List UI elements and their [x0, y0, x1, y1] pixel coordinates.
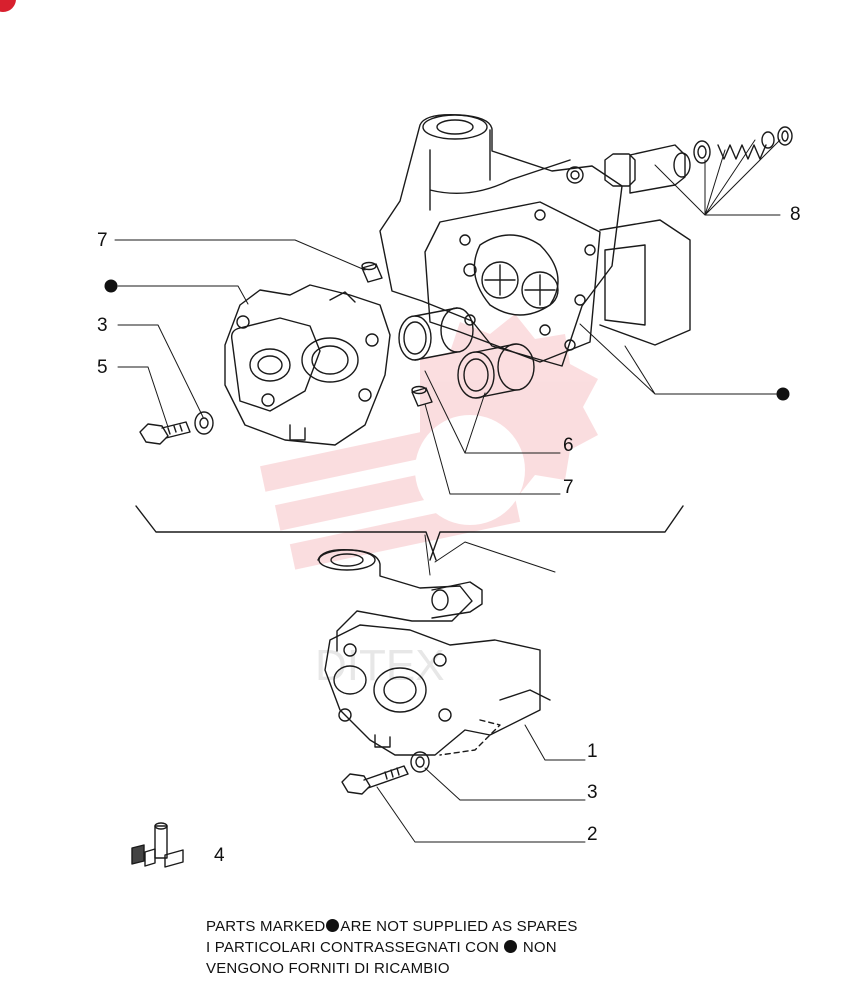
bolt-short — [139, 421, 191, 445]
dowel-pin-upper — [361, 261, 383, 283]
relief-valve-parts — [604, 126, 793, 194]
leader-lines — [114, 139, 781, 843]
note-line-2: I PARTICOLARI CONTRASSEGNATI CON NON — [206, 939, 557, 956]
not-supplied-marker-icon — [104, 279, 118, 293]
not-supplied-marker-icon — [776, 387, 790, 401]
filled-dot-icon — [504, 940, 518, 953]
pump-cover-plate — [224, 284, 391, 446]
note-line-2-end: NON — [522, 939, 557, 956]
gear-logo-watermark — [260, 314, 598, 570]
callout-8: 8 — [790, 204, 801, 225]
repair-kit-icon — [131, 822, 184, 868]
callout-1: 1 — [587, 741, 598, 762]
note-line-1-end: ARE NOT SUPPLIED AS SPARES — [340, 918, 578, 935]
note-line-3: VENGONO FORNITI DI RICAMBIO — [206, 960, 450, 977]
assembly-bracket — [135, 505, 684, 561]
note-line-1: PARTS MARKED ARE NOT SUPPLIED AS SPARES — [206, 918, 578, 935]
callout-6: 6 — [563, 435, 574, 456]
callout-4: 4 — [214, 845, 225, 866]
washer-lower — [410, 751, 430, 773]
bolt-long — [341, 765, 409, 795]
assembled-pump — [317, 549, 551, 756]
pump-housing — [379, 114, 691, 367]
callout-2: 2 — [587, 824, 598, 845]
bushing-lower — [457, 343, 535, 399]
dowel-pin-lower — [411, 385, 433, 407]
callout-5: 5 — [97, 357, 108, 378]
note-line-2-start: I PARTICOLARI CONTRASSEGNATI CON — [206, 939, 500, 956]
filled-dot-icon — [326, 919, 340, 932]
callout-7-lower: 7 — [563, 477, 574, 498]
callout-3-upper: 3 — [97, 315, 108, 336]
bushing-upper — [398, 307, 474, 361]
callout-7-upper: 7 — [97, 230, 108, 251]
callout-3-lower: 3 — [587, 782, 598, 803]
washer-upper — [194, 411, 214, 435]
note-line-1-start: PARTS MARKED — [206, 918, 326, 935]
